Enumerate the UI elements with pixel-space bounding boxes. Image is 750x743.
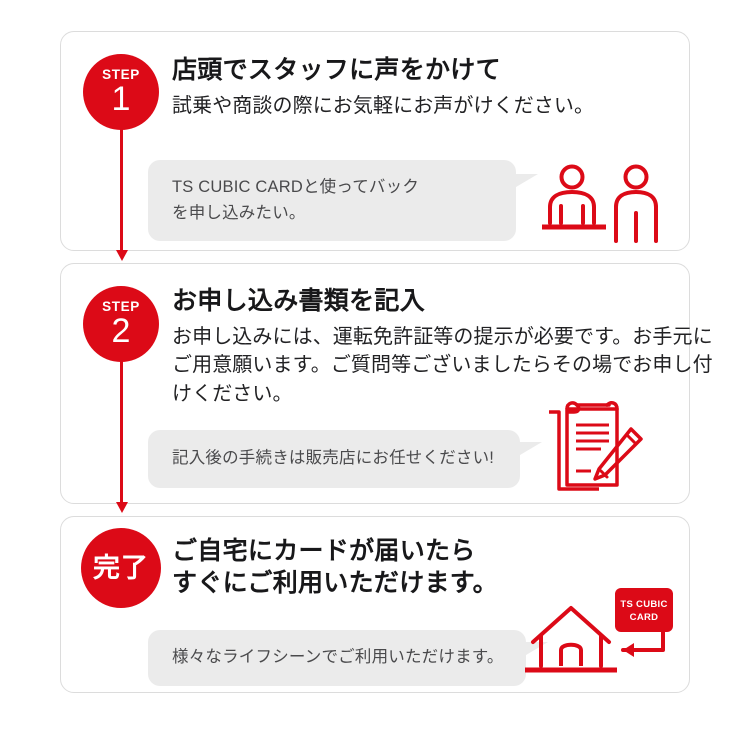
- step-2-description: お申し込みには、運転免許証等の提示が必要です。お手元にご用意願います。ご質問等ご…: [172, 326, 713, 405]
- step-2-text-block: お申し込み書類を記入 お申し込みには、運転免許証等の提示が必要です。お手元にご用…: [172, 285, 728, 408]
- speech-bubble-tail: [520, 442, 542, 455]
- step-3-text-block: ご自宅にカードが届いたら すぐにご利用いただけます。: [172, 535, 728, 599]
- step-connector-arrow-2: [116, 360, 128, 517]
- step-connector-arrow-1: [116, 128, 128, 265]
- speech-bubble-tail: [516, 174, 538, 187]
- step-3-speech-bubble-text: 様々なライフシーンでご利用いただけます。: [172, 648, 504, 666]
- step-3-title: ご自宅にカードが届いたら すぐにご利用いただけます。: [172, 537, 498, 597]
- step-badge-1-word: STEP: [102, 66, 140, 82]
- arrow-shaft: [120, 360, 123, 503]
- step-badge-2-number: 2: [111, 312, 131, 351]
- step-1-speech-bubble-text: TS CUBIC CARDと使ってバック を申し込みたい。: [172, 178, 420, 222]
- arrow-shaft: [120, 128, 123, 251]
- step-badge-complete-label: 完了: [93, 552, 149, 583]
- step-badge-2: STEP 2: [83, 286, 159, 362]
- step-2-title: お申し込み書類を記入: [172, 287, 426, 315]
- step-2-speech-bubble-text: 記入後の手続きは販売店にお任せください!: [172, 449, 495, 467]
- arrow-head-icon: [116, 250, 128, 261]
- step-1-description: 試乗や商談の際にお気軽にお声がけください。: [172, 95, 595, 117]
- document-and-pen-icon: [543, 399, 645, 500]
- card-label-line-2: CARD: [630, 612, 659, 623]
- staff-and-customer-icon: [536, 163, 668, 250]
- arrow-head-icon: [116, 502, 128, 513]
- step-2-speech-bubble: 記入後の手続きは販売店にお任せください!: [148, 430, 542, 488]
- step-badge-1: STEP 1: [83, 54, 159, 130]
- step-badge-2-word: STEP: [102, 298, 140, 314]
- step-1-title: 店頭でスタッフに声をかけて: [172, 56, 501, 84]
- card-label-line-1: TS CUBIC: [620, 599, 667, 610]
- step-1-speech-bubble: TS CUBIC CARDと使ってバック を申し込みたい。: [148, 160, 538, 242]
- step-badge-complete: 完了: [81, 528, 161, 608]
- card-delivered-to-home-icon: TS CUBIC CARD: [515, 588, 675, 685]
- step-3-speech-bubble: 様々なライフシーンでご利用いただけます。: [148, 630, 548, 686]
- step-1-text-block: 店頭でスタッフに声をかけて 試乗や商談の際にお気軽にお声がけください。: [172, 54, 728, 120]
- step-badge-1-number: 1: [111, 80, 131, 119]
